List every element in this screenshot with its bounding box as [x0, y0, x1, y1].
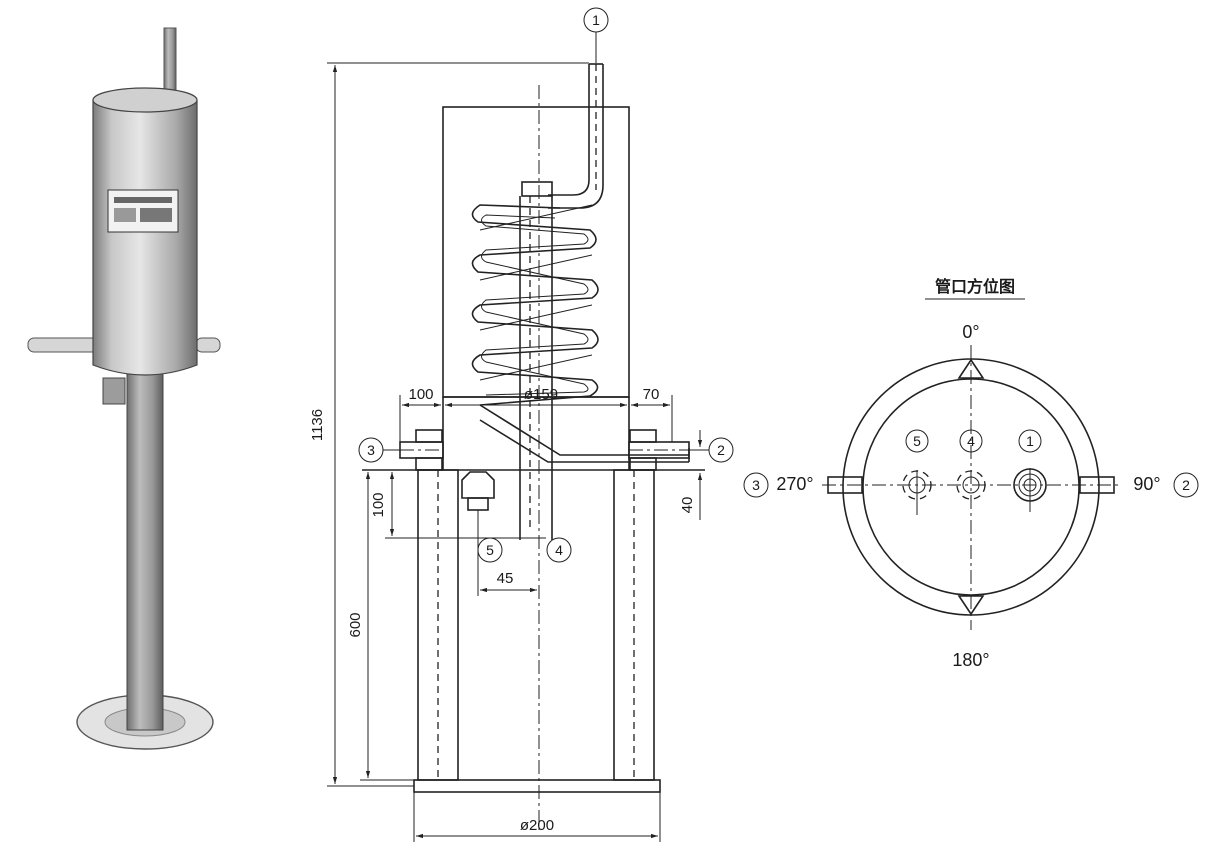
orientation-title: 管口方位图	[935, 277, 1015, 296]
nozzle-bubble-4: 4	[546, 537, 572, 563]
dim-body-diameter: ø159	[524, 386, 558, 403]
svg-text:2: 2	[1182, 477, 1190, 493]
product-photo	[27, 27, 221, 750]
angle-0-label: 0°	[962, 322, 979, 342]
svg-text:3: 3	[752, 477, 760, 493]
svg-text:1: 1	[592, 12, 600, 28]
dim-flange-left: 100	[408, 386, 433, 403]
side-pipe-right	[195, 337, 221, 353]
svg-text:2: 2	[717, 442, 725, 458]
svg-text:3: 3	[367, 442, 375, 458]
angle-90-label: 90°	[1133, 474, 1160, 494]
dim-base-diameter: ø200	[520, 817, 554, 834]
nozzle-bubble-1: 1	[583, 7, 609, 63]
dim-nozzle-height: 100	[370, 492, 387, 517]
angle-180-label: 180°	[952, 650, 989, 670]
cylinder-body	[92, 99, 198, 376]
svg-text:1: 1	[1026, 433, 1034, 449]
plan-bubble-3: 3	[743, 472, 769, 498]
svg-text:5: 5	[913, 433, 921, 449]
nozzle-orientation-view: 管口方位图 5 4	[743, 277, 1199, 670]
angle-270-label: 270°	[776, 474, 813, 494]
leg-left	[417, 469, 459, 781]
elevation-drawing: 1136 100 ø159 70 100 45 40 600 ø200	[309, 7, 734, 842]
side-pipe-left	[27, 337, 99, 353]
nozzle-bubble-2: 2	[689, 437, 734, 463]
plan-bubble-2: 2	[1173, 472, 1199, 498]
nozzle-bubble-5: 5	[477, 537, 503, 563]
coil-outer	[471, 204, 599, 406]
dim-flange-right: 70	[643, 386, 660, 403]
base-plate-outline	[413, 779, 661, 793]
dim-side-offset: 40	[679, 497, 696, 514]
svg-text:5: 5	[486, 542, 494, 558]
leg-right	[613, 469, 655, 781]
dim-leg-height: 600	[347, 612, 364, 637]
support-leg	[126, 329, 164, 731]
drain-valve	[102, 377, 126, 405]
plan-nozzle-1: 1	[1013, 429, 1047, 512]
plan-nozzle-4: 4	[956, 429, 986, 500]
svg-text:4: 4	[555, 542, 563, 558]
dim-total-height: 1136	[309, 409, 326, 441]
nozzle-bubble-3: 3	[358, 437, 400, 463]
dim-nozzle-offset: 45	[497, 570, 514, 587]
plan-nozzle-5: 5	[902, 429, 932, 515]
svg-text:4: 4	[967, 433, 975, 449]
